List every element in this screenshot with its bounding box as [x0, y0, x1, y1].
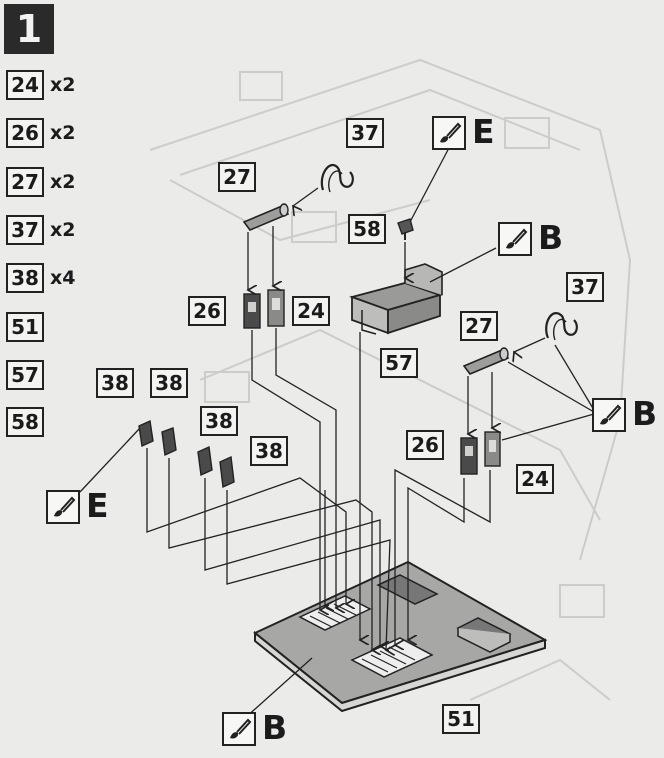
callout-part-38: 38 [250, 436, 288, 466]
parts-list-part: 26 [6, 118, 44, 148]
callout-part-38: 38 [150, 368, 188, 398]
parts-list-qty: x2 [50, 171, 76, 193]
parts-list-part: 27 [6, 167, 44, 197]
callout-part-51: 51 [442, 704, 480, 734]
paint-code-letter: E [86, 486, 109, 525]
part-27-right-shape [462, 347, 510, 375]
callout-part-26: 26 [406, 430, 444, 460]
part-26-right-shape [460, 437, 478, 475]
callout-part-26: 26 [188, 296, 226, 326]
part-57-shape [348, 263, 443, 335]
part-38-shapes [138, 419, 235, 489]
callout-part-57: 57 [380, 348, 418, 378]
callout-part-38: 38 [96, 368, 134, 398]
part-24-left-shape [267, 289, 285, 327]
part-58-shape [397, 218, 414, 240]
part-37-right-shape [545, 312, 578, 341]
paint-code-letter: B [538, 218, 564, 257]
part-24-right-shape [484, 431, 501, 467]
paint-code-letter: E [472, 112, 495, 151]
parts-list-part: 24 [6, 70, 44, 100]
callout-part-38: 38 [200, 406, 238, 436]
paint-brush-icon [46, 490, 80, 524]
parts-list-part: 37 [6, 215, 44, 245]
step-number-badge: 1 [4, 4, 54, 54]
paint-brush-icon [592, 398, 626, 432]
parts-list-part: 51 [6, 312, 44, 342]
parts-list-qty: x2 [50, 219, 76, 241]
paint-brush-icon [432, 116, 466, 150]
part-37-left-shape [320, 164, 354, 193]
callout-part-37: 37 [566, 272, 604, 302]
part-26-left-shape [243, 293, 261, 329]
base-plate-51 [253, 560, 548, 713]
parts-list-qty: x4 [50, 267, 76, 289]
parts-list-qty: x2 [50, 74, 76, 96]
parts-list-qty: x2 [50, 122, 76, 144]
paint-brush-icon [222, 712, 256, 746]
parts-list-part: 38 [6, 263, 44, 293]
parts-list-part: 58 [6, 407, 44, 437]
assembly-lines [79, 145, 595, 719]
callout-part-37: 37 [346, 118, 384, 148]
paint-code-letter: B [632, 394, 658, 433]
part-27-left-shape [242, 203, 290, 231]
callout-part-27: 27 [460, 311, 498, 341]
parts-list-part: 57 [6, 360, 44, 390]
callout-part-24: 24 [516, 464, 554, 494]
callout-part-24: 24 [292, 296, 330, 326]
callout-part-27: 27 [218, 162, 256, 192]
callout-part-58: 58 [348, 214, 386, 244]
paint-brush-icon [498, 222, 532, 256]
background-ghost-drawing [149, 58, 632, 701]
paint-code-letter: B [262, 708, 288, 747]
